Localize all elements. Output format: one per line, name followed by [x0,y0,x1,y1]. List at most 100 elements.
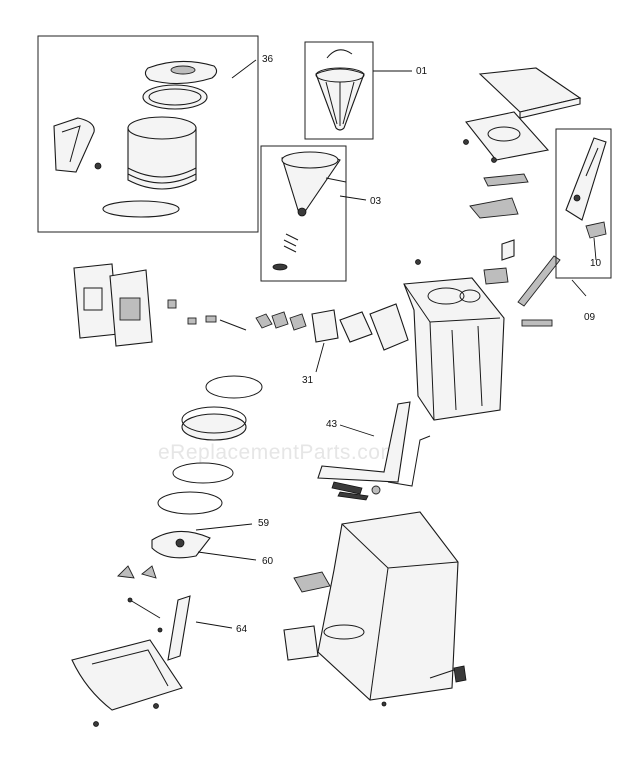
small-part-4 [219,319,247,331]
permanent-filter-group: 01 [304,41,428,140]
top-cover-group [415,67,582,327]
switch-lever [469,197,519,219]
reservoir-corner [429,321,435,421]
housing-corner [369,567,389,701]
heater-rod [517,255,561,307]
carafe-body-rim [127,116,197,140]
switch-housing [483,267,509,285]
callout-10: 10 [590,258,602,269]
reservoir-opening-2 [459,289,481,303]
pump-plate [311,309,339,343]
heating-ring-holder [181,413,247,441]
callout-31: 31 [302,375,314,386]
watermark: eReplacementParts.com [158,441,398,464]
small-part-1 [167,299,177,309]
leader-64 [195,621,233,629]
pin-end-1 [127,597,133,603]
leader-03 [339,195,367,201]
heating-ring-holder-top [181,406,247,434]
pin [129,599,161,619]
control-panel-slot [585,147,599,177]
power-plug [453,665,467,683]
carafe-handle-detail [61,125,81,163]
warming-plate-group: 59 60 [151,375,274,567]
carafe-collar-inner [148,88,202,106]
base-screw-2 [153,703,159,709]
leader-43 [339,424,375,437]
side-panel-left-window [83,287,103,311]
clip-2 [141,565,157,579]
callout-03: 03 [370,196,382,207]
pin-end-2 [157,627,163,633]
small-part-7 [289,313,307,331]
housing-plate-opening [323,624,365,640]
hose-group: 43 [317,401,431,501]
side-panel-left [73,263,119,339]
filter-basket-frame [260,145,347,282]
gasket-ring-1 [205,375,263,399]
leader-59 [195,523,253,531]
top-cover-screw-1 [463,139,469,145]
side-panel-right-window [119,297,141,321]
housing-group [283,511,467,707]
clip-1 [117,565,135,579]
hose-assembly [317,401,411,483]
reservoir-tower [403,277,505,421]
switch-screw [415,259,421,265]
housing-cover-plate [293,571,331,593]
carafe-screw [94,162,102,170]
side-panel-group: 31 [73,263,409,386]
switch-block [501,239,515,261]
carafe-body-band-2 [127,173,197,184]
leader-60 [197,551,257,561]
hose-clamp-2 [337,491,369,501]
callout-09: 09 [584,312,596,323]
reservoir-group [403,277,505,421]
leader-31 [315,342,325,373]
switch-bracket [483,173,529,187]
filter-basket-valve [297,207,307,217]
housing-screw [381,701,387,707]
carafe-base-band [102,200,180,218]
control-panel-board [565,137,607,221]
leader-09 [571,279,587,297]
hose-line [387,435,431,487]
callout-01: 01 [416,66,428,77]
carafe-assembly-frame [37,35,259,233]
filter-basket-group: 03 [260,145,382,282]
permanent-filter-mesh [325,81,355,126]
carafe-handle [53,117,95,173]
base-plate-rib [91,649,169,687]
callout-59: 59 [258,518,270,529]
control-panel-frame [555,128,612,279]
warming-plate-sensor [175,538,185,548]
base-plate [71,639,183,711]
carafe-body-band [127,167,197,178]
small-part-3 [205,315,217,323]
callout-60: 60 [262,556,274,567]
filter-handle-wire [326,49,353,59]
control-panel-button [573,194,581,202]
carafe-body [127,127,197,190]
pump-gasket [339,311,373,343]
top-cover-screw-2 [491,157,497,163]
heater-tube [521,319,553,327]
leader-36 [231,59,257,79]
hose-clamp-1 [331,481,363,495]
filter-basket-rim [281,151,339,169]
hose-fitting [371,485,381,495]
small-part-2 [187,317,197,325]
small-part-6 [271,311,289,329]
reservoir-ribs [451,325,483,411]
gasket-ring-3 [157,491,223,515]
carafe-lid-knob [170,65,196,75]
reservoir-opening-1 [427,287,465,305]
pump-housing [369,303,409,351]
base-screw-1 [93,721,99,727]
callout-64: 64 [236,624,248,635]
filter-basket-tab [325,177,347,183]
top-cover-opening [487,126,521,142]
support-bracket [167,595,191,661]
small-part-5 [255,313,273,329]
